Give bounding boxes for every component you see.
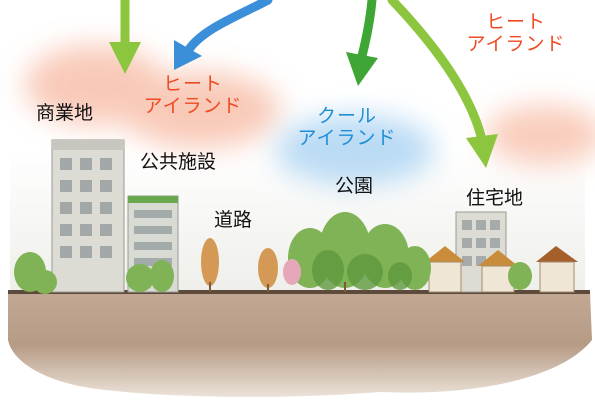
soil-ground bbox=[8, 292, 592, 397]
heat-island-line1: ヒート bbox=[162, 73, 223, 95]
arrow-head-residential bbox=[466, 134, 498, 168]
residential-apartment bbox=[455, 211, 507, 293]
arrow-head-commercial bbox=[109, 42, 141, 74]
ground-line bbox=[8, 290, 590, 294]
airflow-arrows bbox=[109, 0, 498, 168]
heat-island-line2: アイランド bbox=[143, 94, 243, 117]
heat-island-right-line1: ヒート bbox=[485, 11, 546, 33]
heat-glow-left bbox=[25, 45, 280, 148]
trees bbox=[14, 212, 532, 294]
cool-island-label: クール アイランド bbox=[282, 105, 412, 150]
arrow-head-blue bbox=[174, 40, 202, 70]
commercial-building bbox=[51, 139, 125, 293]
label-public-facility: 公共施設 bbox=[140, 151, 217, 173]
houses bbox=[425, 246, 578, 293]
heat-glow-right bbox=[485, 105, 595, 165]
cool-glow bbox=[275, 115, 435, 185]
cool-island-line2: アイランド bbox=[297, 126, 397, 149]
cool-island-line1: クール bbox=[316, 105, 377, 127]
heat-island-right-line2: アイランド bbox=[466, 32, 566, 55]
heat-island-label-right: ヒート アイランド bbox=[448, 11, 584, 56]
arrow-head-park bbox=[346, 52, 378, 86]
label-residential: 住宅地 bbox=[466, 187, 524, 209]
heat-island-label-left: ヒート アイランド bbox=[128, 73, 258, 118]
label-road: 道路 bbox=[214, 209, 253, 231]
label-park: 公園 bbox=[335, 175, 374, 197]
label-commercial: 商業地 bbox=[36, 102, 94, 124]
